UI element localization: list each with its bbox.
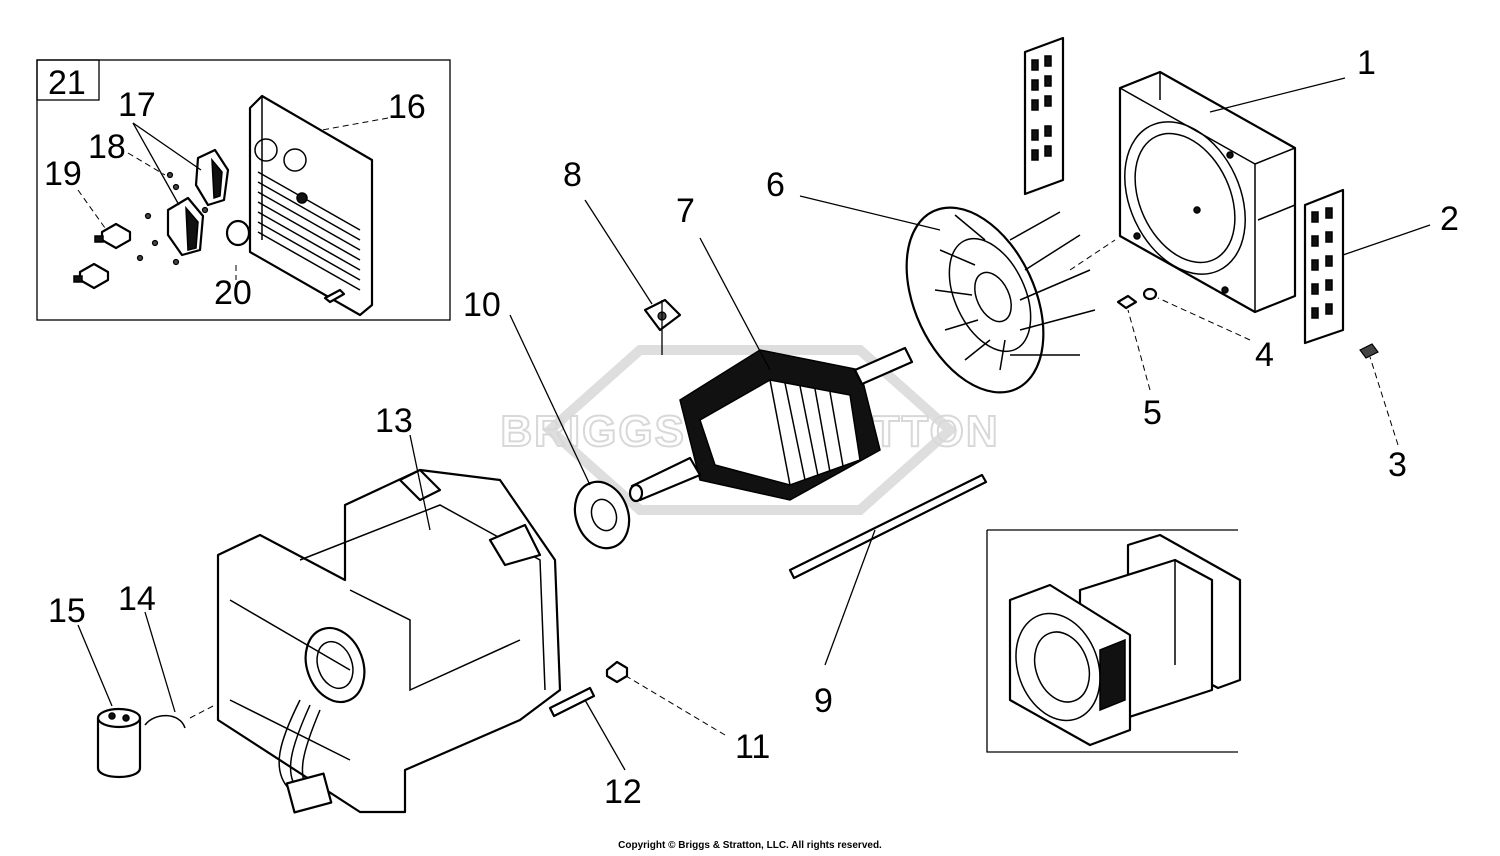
callout-7: 7 — [676, 192, 695, 230]
part-13-stator-housing — [216, 434, 562, 814]
callout-16: 16 — [388, 88, 426, 126]
part-15-capacitor — [77, 624, 142, 778]
upper-grill-panel — [1023, 36, 1065, 196]
callout-20: 20 — [214, 274, 252, 312]
part-6-cooling-fan — [799, 195, 1116, 394]
callout-15: 15 — [48, 592, 86, 630]
callout-2: 2 — [1440, 200, 1459, 238]
callout-labels: 21 16 17 18 19 20 1 2 3 4 5 6 7 8 9 10 1… — [44, 44, 1459, 811]
callout-5: 5 — [1143, 394, 1162, 432]
callout-10: 10 — [463, 286, 501, 324]
callout-18: 18 — [88, 128, 126, 166]
callout-21: 21 — [48, 64, 86, 102]
part-4-washer — [1142, 287, 1251, 341]
callout-8: 8 — [563, 156, 582, 194]
callout-6: 6 — [766, 166, 785, 204]
part-1-rear-housing — [1118, 70, 1346, 314]
callout-14: 14 — [118, 580, 156, 618]
part-11-nut — [605, 660, 726, 736]
part-9-through-bolt — [788, 473, 988, 666]
part-2-side-grill-panel — [1303, 188, 1431, 345]
part-3-screw — [1359, 343, 1399, 446]
part-14-clip — [144, 611, 216, 729]
part-12-stud — [548, 686, 626, 771]
callout-13: 13 — [375, 402, 413, 440]
callout-19: 19 — [44, 155, 82, 193]
callout-12: 12 — [604, 773, 642, 811]
part-5-bolt — [1116, 294, 1151, 391]
part-8-terminal — [584, 199, 682, 355]
callout-1: 1 — [1357, 44, 1376, 82]
callout-9: 9 — [814, 682, 833, 720]
assembled-view-inset — [986, 529, 1242, 753]
copyright-notice: Copyright © Briggs & Stratton, LLC. All … — [618, 840, 882, 851]
control-panel-inset — [36, 59, 451, 321]
callout-3: 3 — [1388, 446, 1407, 484]
callout-17: 17 — [118, 86, 156, 124]
callout-11: 11 — [735, 728, 770, 766]
part-7-rotor — [628, 237, 914, 503]
callout-4: 4 — [1255, 336, 1274, 374]
part-10-bearing — [509, 314, 631, 550]
